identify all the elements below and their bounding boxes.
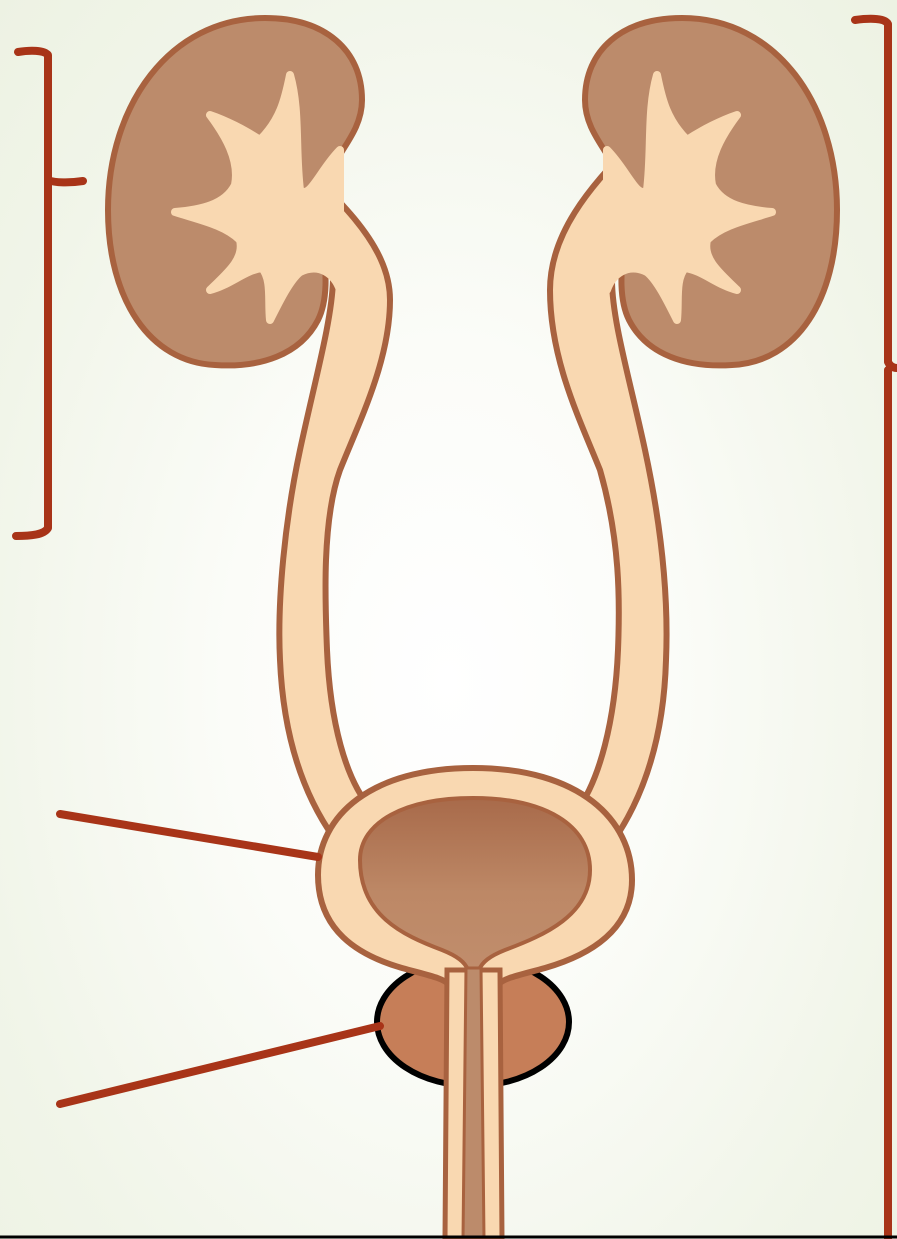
right-bracket [855,19,897,1239]
prostate-leader-line [60,1026,380,1104]
urethra-lumen [463,968,484,1239]
bladder-leader-line [60,814,318,857]
left-bracket [16,51,83,536]
